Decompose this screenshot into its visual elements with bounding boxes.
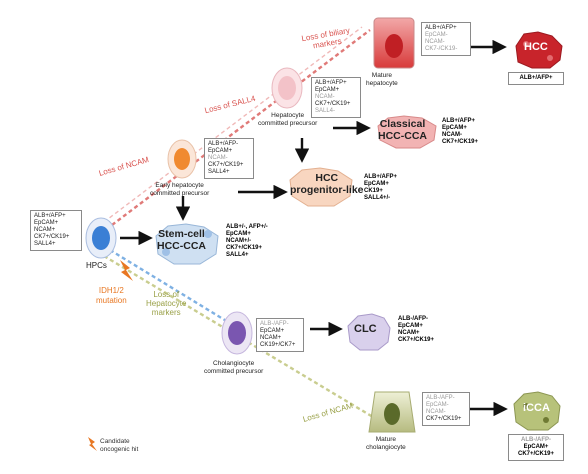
hpc-markers: ALB+/AFP+ EpCAM+ NCAM+ CK7+/CK19+ SALL4+ — [30, 210, 82, 251]
hcc-name: HCC — [524, 41, 548, 53]
hcc-progenitor-tumor-icon — [289, 167, 353, 207]
classical-name: Classical HCC-CCA — [378, 118, 427, 142]
mature-hepatocyte-cell — [373, 17, 415, 69]
loss-hepatocyte-label: Loss of Hepatocyte markers — [146, 290, 187, 317]
legend-bolt-icon — [88, 437, 97, 451]
early-precursor-cell — [167, 139, 197, 179]
stem-cell-tumor-icon — [155, 223, 219, 265]
stem-cell-name: Stem-cell HCC-CCA — [157, 228, 206, 252]
early-label: Early hepatocyte committed precursor — [150, 182, 210, 197]
mature-hep-markers: ALB+/AFP+ EpCAM- NCAM- CK7-/CK19- — [421, 22, 471, 56]
hepatocyte-precursor-cell — [271, 67, 303, 109]
mature-cholangiocyte-cell — [368, 391, 416, 433]
clc-tumor-icon — [347, 313, 391, 351]
mature-chol-markers: ALB-/AFP- EpCAM- NCAM- CK7+/CK19+ — [422, 392, 470, 426]
icca-name: iCCA — [523, 402, 550, 414]
olive-lineage-line — [103, 254, 379, 422]
cholangiocyte-lineage-line — [109, 248, 229, 324]
hcc-progenitor-markers: ALB+/AFP+ EpCAM+ CK19+ SALL4+/- — [364, 174, 398, 201]
hpc-label: HPCs — [86, 261, 107, 270]
hepatocyte-lineage-line — [111, 29, 371, 226]
oncogenic-hit-bolt — [120, 260, 133, 281]
icca-markers: ALB-/AFP- EpCAM+ CK7+/CK19+ — [508, 434, 564, 461]
classical-tumor-icon — [377, 115, 437, 149]
cholangiocyte-precursor-cell — [221, 311, 253, 355]
hcc-tumor-icon — [515, 31, 563, 69]
chol-prec-markers: ALB-/AFP- EpCAM+ NCAM+ CK19+/CK7+ — [256, 318, 304, 352]
clc-markers: ALB-/AFP- EpCAM+ NCAM+ CK7+/CK19+ — [398, 316, 435, 343]
hcc-progenitor-name: HCC progenitor-like — [290, 172, 364, 196]
clc-name: CLC — [354, 323, 377, 335]
icca-tumor-icon — [513, 391, 561, 431]
hpc-cell — [85, 217, 117, 259]
early-markers: ALB+/AFP- EpCAM+ NCAM- CK7+/CK19+ SALL4+ — [204, 138, 254, 179]
chol-prec-label: Cholangiocyte committed precursor — [204, 360, 264, 375]
hep-prec-markers: ALB+/AFP+ EpCAM+ NCAM- CK7+/CK19+ SALL4- — [311, 77, 361, 118]
hcc-markers: ALB+/AFP+ — [508, 72, 564, 85]
classical-markers: ALB+/AFP+ EpCAM+ NCAM- CK7+/CK19+ — [442, 118, 479, 145]
hep-prec-label: Hepatocyte committed precursor — [258, 112, 318, 127]
mature-hep-label: Mature hepatocyte — [366, 72, 398, 87]
mutation-label: IDH1/2 mutation — [96, 286, 127, 305]
legend-text: Candidate oncogenic hit — [100, 438, 139, 453]
stem-cell-markers: ALB+/-, AFP+/- EpCAM+ NCAM+/- CK7+/CK19+… — [226, 224, 268, 258]
mature-chol-label: Mature cholangiocyte — [366, 436, 406, 451]
